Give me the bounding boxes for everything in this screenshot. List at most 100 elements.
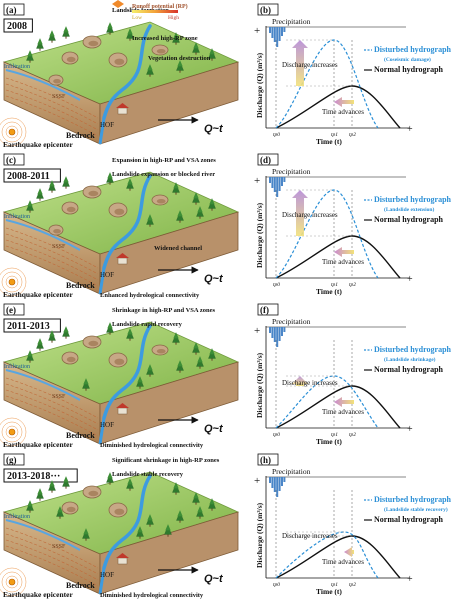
tree-top	[27, 200, 33, 207]
tree-top	[147, 64, 153, 71]
normal-hydrograph-label: Normal hydrograph	[374, 215, 444, 224]
tree-top	[177, 510, 183, 517]
landslide-scar-inner	[156, 49, 166, 54]
tree-top	[147, 514, 153, 521]
tree-top	[209, 198, 215, 205]
tree-top	[27, 350, 33, 357]
hof-label: HOF	[100, 121, 114, 129]
landslide-scar-inner	[156, 349, 166, 354]
normal-hydrograph	[275, 85, 401, 129]
subsurface-flow	[5, 369, 81, 401]
epicenter-ring	[0, 567, 27, 597]
landslide-scar-inner	[53, 229, 61, 234]
precipitation-label: Precipitation	[272, 167, 311, 176]
discharge-change-arrow	[292, 40, 308, 86]
period-label: 2008-2011	[7, 171, 50, 182]
tree-top	[197, 506, 203, 513]
q-t-label: Q~t	[204, 573, 224, 585]
infiltration-label: Infiltration	[4, 63, 30, 70]
time-advances-arrow	[344, 547, 354, 557]
x-plus-sign: +	[407, 574, 413, 585]
panel-letter: (b)	[260, 5, 271, 15]
time-advances-label: Time advances	[322, 108, 364, 116]
disturbed-hydrograph-label: Disturbed hydrograph	[374, 195, 452, 204]
y-axis-label: Discharge (Q) (m³/s)	[255, 202, 264, 268]
house-icon	[117, 407, 128, 415]
rainfall-bar	[281, 177, 283, 186]
landscape-panel-1: (a)2008InfiltrationSSSFHOFBedrockQ~tEart…	[0, 0, 240, 149]
epicenter-icon	[8, 578, 16, 586]
infiltration-label: Infiltration	[4, 213, 30, 220]
annotation-2: Landslide expansion or blocked river	[112, 171, 215, 178]
tree-trunk	[139, 386, 141, 389]
discharge-change-arrow	[292, 190, 308, 236]
rainfall-bar	[278, 177, 281, 191]
tree-trunk	[211, 58, 213, 61]
y-axis-label: Discharge (Q) (m³/s)	[255, 502, 264, 568]
panel-letter: (d)	[260, 155, 271, 165]
tree-top	[37, 38, 43, 45]
normal-hydrograph	[275, 535, 401, 579]
epicenter-ring	[5, 575, 19, 589]
rainfall-bar	[283, 477, 286, 482]
strata-line	[5, 527, 99, 569]
river-channel	[102, 324, 152, 420]
tree-top	[107, 172, 113, 179]
disturbed-hydrograph-sub: (Landslide extension)	[384, 206, 434, 213]
rainfall-bar	[278, 27, 281, 41]
disturbed-hydrograph-sub: (Landslide shrinkage)	[384, 356, 436, 363]
x-plus-sign: +	[407, 274, 413, 285]
rainfall-bar	[273, 477, 276, 492]
epicenter-icon	[8, 278, 16, 286]
hydrograph-panel-3: (f)Precipitation++Discharge (Q) (m³/s)Ti…	[254, 303, 452, 446]
bedrock-label: Bedrock	[66, 581, 95, 590]
tree-trunk	[109, 182, 111, 185]
landslide-scar-inner	[66, 56, 76, 63]
tree-trunk	[167, 534, 169, 537]
sssf-label: SSSF	[52, 244, 66, 250]
strata-line	[5, 389, 99, 431]
landslide-scar-inner	[88, 340, 99, 347]
hydrograph-panel-4: (h)Precipitation++Discharge (Q) (m³/s)Ti…	[254, 453, 452, 596]
tree-trunk	[51, 340, 53, 343]
tree-top	[27, 50, 33, 57]
tree-trunk	[175, 192, 177, 195]
river-outlet	[98, 267, 106, 295]
x-axis-label: Time (t)	[316, 437, 342, 446]
tree-trunk	[109, 332, 111, 335]
tree-trunk	[85, 388, 87, 391]
sssf-label: SSSF	[52, 94, 66, 100]
epicenter-icon	[8, 128, 16, 136]
infiltration-label: Infiltration	[4, 363, 30, 370]
rainfall-bar	[276, 477, 279, 497]
tree-top	[137, 526, 143, 533]
river-channel	[102, 174, 152, 270]
tree-top	[197, 356, 203, 363]
rainfall-bar	[271, 177, 274, 188]
strata-line	[5, 233, 99, 275]
tree-trunk	[29, 210, 31, 213]
rainfall-bar	[283, 177, 286, 182]
rainfall-bar	[283, 327, 286, 332]
rainfall-bar	[269, 477, 271, 483]
annotation-3: Diminished hydrological connectivity	[100, 442, 204, 449]
landslide-scar-inner	[156, 199, 166, 204]
strata-line	[5, 83, 99, 125]
epicenter-label: Earthquake epicenter	[3, 440, 73, 449]
rainfall-bar	[269, 327, 271, 333]
tree-top	[107, 472, 113, 479]
discharge-increases-label: Discharge increases	[282, 211, 338, 219]
tree-trunk	[59, 516, 61, 519]
q-t-label: Q~t	[204, 273, 224, 285]
discharge-change-arrow	[292, 376, 308, 386]
disturbed-hydrograph-label: Disturbed hydrograph	[374, 495, 452, 504]
tree-trunk	[139, 536, 141, 539]
tree-top	[193, 192, 199, 199]
tree-top	[165, 524, 171, 531]
time-marker-label: tp0	[273, 582, 280, 588]
tree-trunk	[149, 524, 151, 527]
precipitation-label: Precipitation	[272, 467, 311, 476]
landslide-scar-inner	[114, 358, 125, 365]
disturbed-hydrograph	[275, 375, 379, 429]
tree-trunk	[65, 336, 67, 339]
